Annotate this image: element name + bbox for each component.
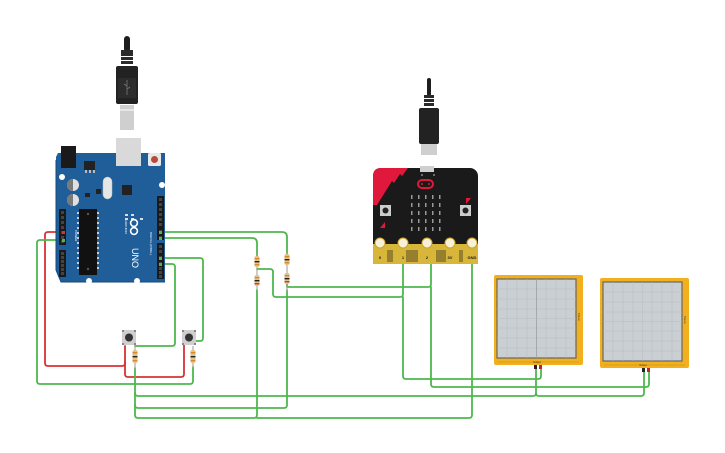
resistor-divider-a-bottom[interactable]	[254, 270, 260, 290]
button-a-indicator-icon	[380, 222, 385, 228]
microbit-pin-0[interactable]	[374, 237, 386, 249]
resistor-divider-b-top[interactable]	[284, 252, 290, 277]
piezo-2-bottom-label: Output	[639, 364, 647, 367]
pin-label-0: 0	[379, 255, 382, 260]
wire-piezo1-gnd-to-piezo2-gnd[interactable]	[535, 371, 645, 397]
wire-pin5-to-button2[interactable]	[159, 257, 204, 342]
microbit-logo-icon	[417, 179, 434, 189]
piezo-1-terminal-black[interactable]	[534, 365, 537, 369]
wire-bus-to-piezo-gnd[interactable]	[134, 367, 537, 397]
button-b-indicator-icon	[466, 198, 471, 204]
microbit-board[interactable]: 0 1 2 3V GND	[373, 166, 478, 264]
power-jack	[61, 146, 76, 168]
wire-bus-to-microbit-gnd[interactable]	[256, 253, 473, 419]
wire-pin8-to-resistor[interactable]	[159, 237, 258, 257]
microbit-button-a[interactable]	[380, 205, 391, 216]
atmega-chip	[79, 209, 97, 275]
microbit-pin-2[interactable]	[421, 237, 433, 249]
piezo-1-terminal-red[interactable]	[539, 365, 542, 369]
pushbutton-2[interactable]	[182, 330, 196, 345]
microbit-pin-1[interactable]	[397, 237, 409, 249]
piezo-2-side-label: Piezo	[683, 316, 687, 324]
wire-button1-to-button2[interactable]	[124, 344, 185, 378]
arduino-power-label: POWER	[74, 230, 78, 242]
pin-label-3v: 3V	[448, 255, 453, 260]
microbit-pin-3v[interactable]	[444, 237, 456, 249]
piezo-2-terminal-black[interactable]	[642, 368, 645, 372]
wires	[36, 231, 650, 419]
pushbutton-1[interactable]	[122, 330, 136, 345]
pin-label-2: 2	[426, 255, 429, 260]
led-matrix	[411, 195, 441, 231]
resistor-button-2[interactable]	[190, 346, 196, 368]
wire-microbit-pin2-to-piezo2[interactable]	[430, 286, 650, 388]
usb-b-port	[116, 138, 141, 166]
wire-bus-to-divider-a[interactable]	[134, 289, 258, 419]
microbit-button-b[interactable]	[460, 205, 471, 216]
resistor-divider-b-bottom[interactable]	[284, 273, 290, 292]
arduino-infinity-logo-icon	[129, 218, 139, 236]
piezo-1-bottom-label: Output	[533, 361, 541, 364]
wire-pin9-to-resistor[interactable]	[159, 231, 288, 257]
piezo-panel-1[interactable]: Piezo Output	[494, 275, 583, 369]
usb-symbol-icon	[123, 80, 131, 95]
wire-divider-b-to-microbit-pin1[interactable]	[256, 253, 404, 298]
arduino-brand-label: ARDUINO	[124, 220, 128, 235]
piezo-panel-2[interactable]: Piezo Output	[600, 278, 689, 372]
piezo-2-terminal-red[interactable]	[647, 368, 650, 372]
wire-gnd-to-bus[interactable]	[36, 239, 194, 385]
microbit-usb-cable[interactable]	[419, 78, 439, 155]
piezo-1-side-label: Piezo	[577, 313, 581, 321]
pin-label-gnd: GND	[468, 255, 477, 260]
arduino-usb-cable[interactable]	[116, 36, 138, 130]
arduino-uno-label: UNO	[130, 248, 140, 268]
pin-label-1: 1	[402, 255, 405, 260]
microbit-pin-gnd[interactable]	[466, 237, 478, 249]
arduino-digital-label: DIGITAL (PWM~)	[149, 232, 153, 255]
resistor-divider-a-top[interactable]	[254, 254, 260, 270]
digital-header-bottom	[157, 243, 164, 279]
analog-header	[59, 250, 66, 277]
arduino-uno-board[interactable]: UNO ARDUINO DIGITAL (PWM~) POWER	[55, 138, 165, 284]
wire-pin4-to-button1[interactable]	[134, 263, 176, 347]
resistor-button-1[interactable]	[132, 346, 138, 370]
wire-divider-a-to-microbit-pin2[interactable]	[286, 253, 432, 288]
wire-bus-to-divider-b[interactable]	[134, 289, 288, 409]
